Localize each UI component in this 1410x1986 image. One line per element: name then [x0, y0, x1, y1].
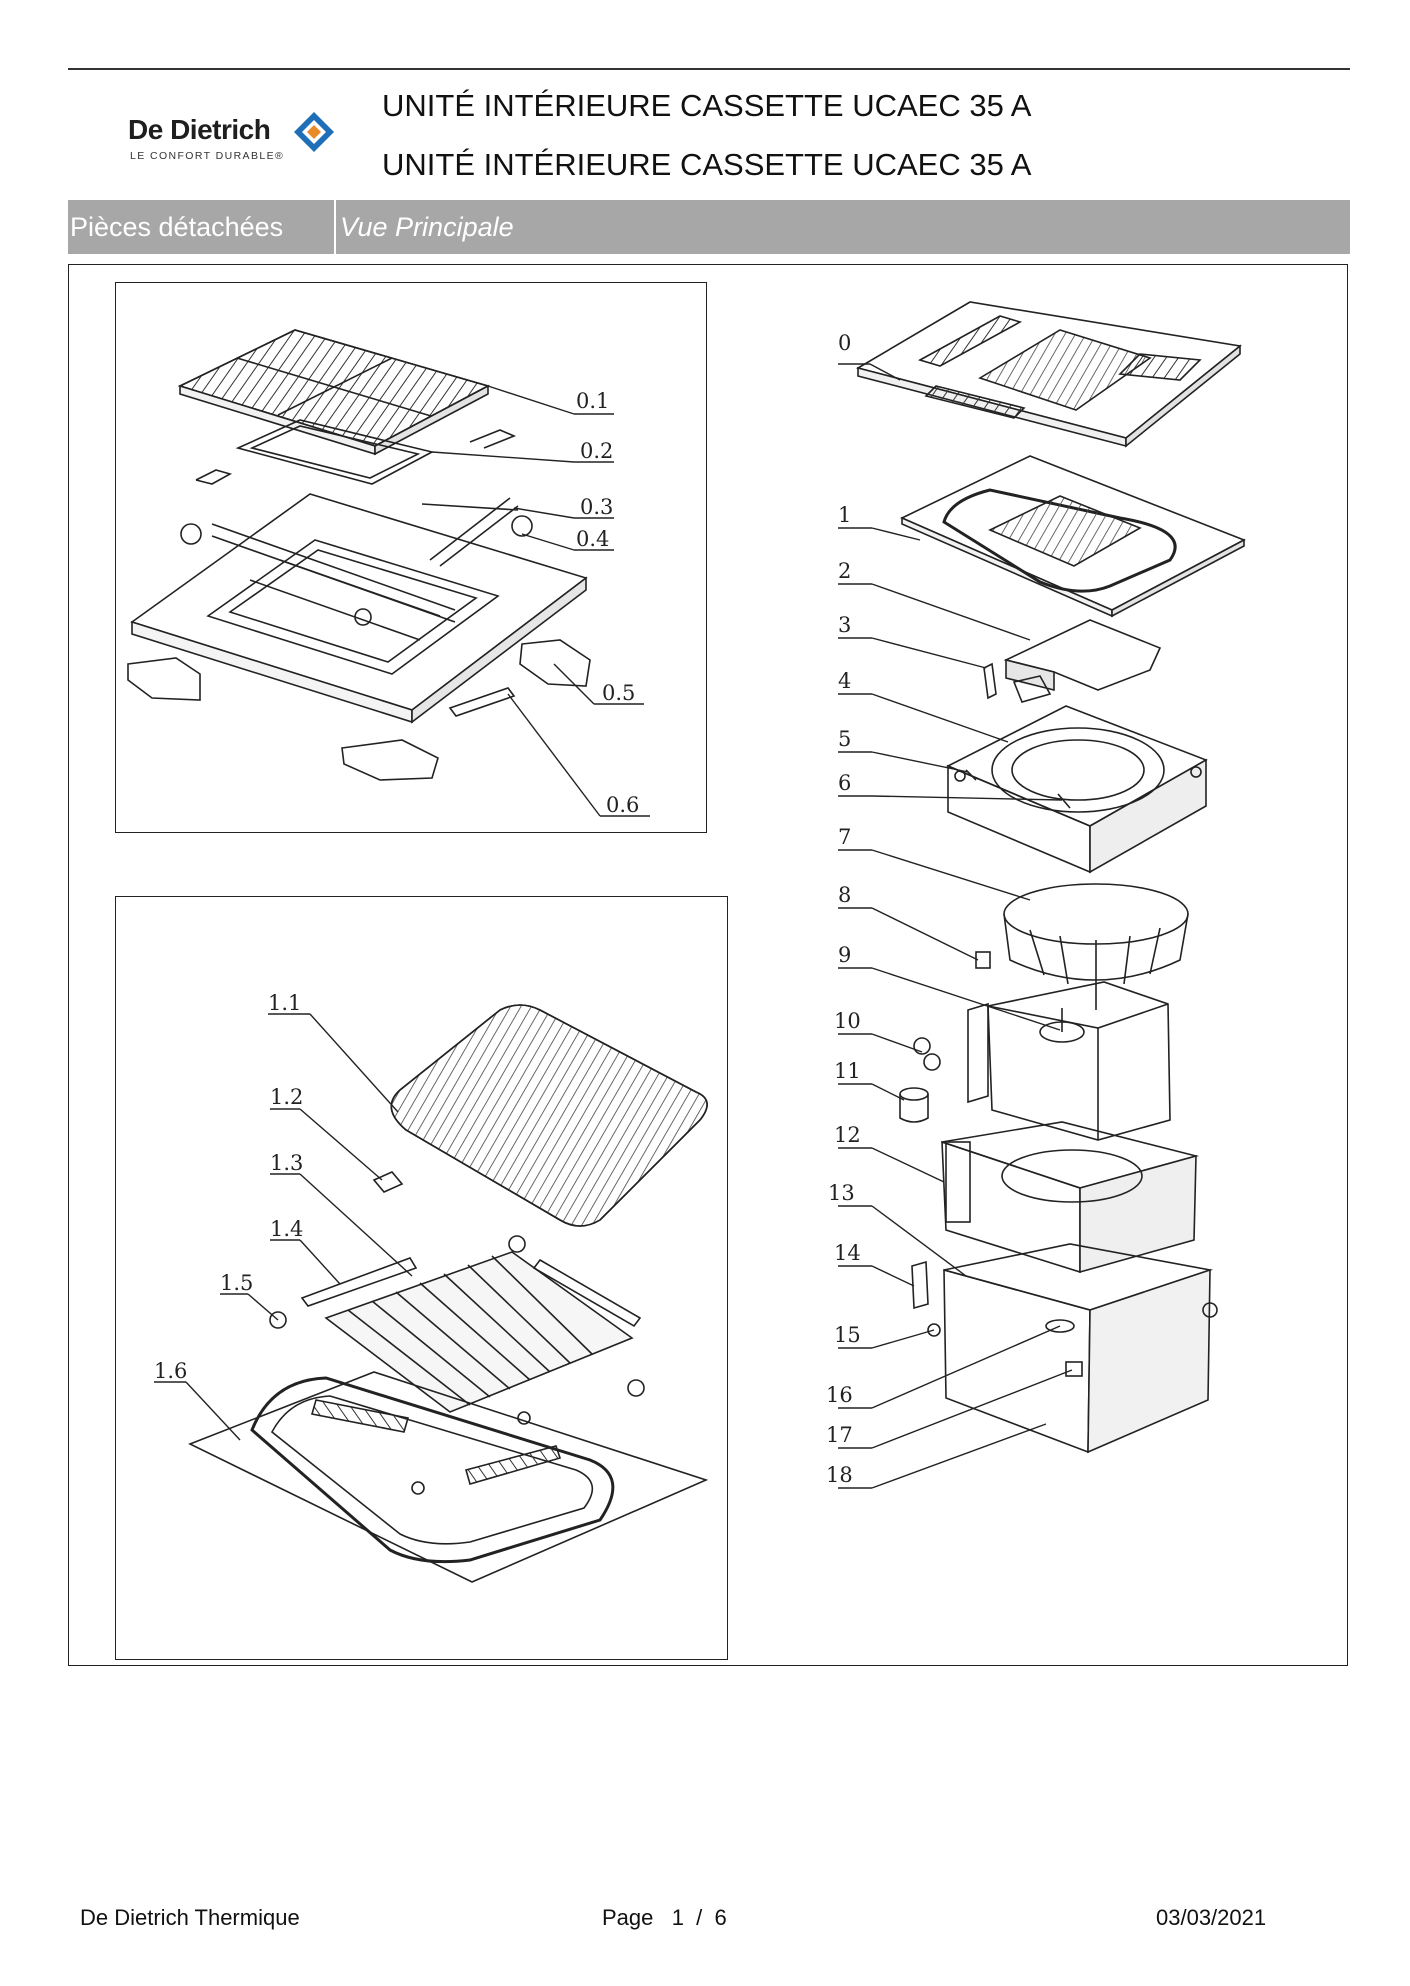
panel-frame — [188, 1371, 709, 1583]
corner-cover-left — [127, 657, 201, 701]
label-11: 11 — [834, 1059, 861, 1083]
view-label: Vue Principale — [340, 212, 514, 242]
side-clip-right — [469, 429, 517, 449]
label-5: 5 — [838, 727, 851, 751]
label-1-4: 1.4 — [270, 1217, 303, 1241]
screw-15 — [927, 1323, 941, 1337]
brand-logo: De Dietrich LE CONFORT DURABLE® — [128, 110, 338, 170]
label-14: 14 — [834, 1241, 861, 1265]
screw-right — [627, 1379, 645, 1397]
label-8: 8 — [838, 883, 851, 907]
nut-8 — [975, 951, 991, 969]
label-2: 2 — [838, 559, 851, 583]
label-0: 0 — [838, 331, 851, 355]
drain-pan — [946, 705, 1208, 874]
label-17: 17 — [826, 1423, 853, 1447]
label-13: 13 — [828, 1181, 855, 1205]
motor-housing — [987, 981, 1171, 1141]
leader-lines — [154, 363, 1073, 1489]
label-1-6: 1.6 — [154, 1359, 187, 1383]
label-15: 15 — [834, 1323, 861, 1347]
center-screw — [354, 608, 372, 626]
panel-bottom-left — [115, 896, 728, 1660]
label-0-4: 0.4 — [576, 527, 609, 551]
corner-cover-right — [519, 639, 591, 687]
corner-screw-right — [511, 515, 533, 537]
corner-screw-left — [180, 523, 202, 545]
electronic-board — [913, 1002, 989, 1104]
tie-bar — [448, 687, 516, 717]
heat-exchanger — [941, 1121, 1200, 1274]
outer-casing — [943, 1243, 1218, 1454]
label-0-1: 0.1 — [576, 389, 609, 413]
filter — [324, 1251, 634, 1413]
label-6: 6 — [838, 771, 851, 795]
label-1-2: 1.2 — [270, 1085, 303, 1109]
drain-16 — [1045, 1319, 1075, 1333]
footer-company: De Dietrich Thermique — [80, 1905, 300, 1930]
screw-1-5 — [269, 1311, 287, 1329]
labels-right: 0 1 2 3 4 5 6 7 8 9 10 11 12 13 14 15 16… — [826, 331, 861, 1487]
electric-box — [1003, 619, 1162, 703]
fan-impeller — [1003, 883, 1189, 1010]
label-1-3: 1.3 — [270, 1151, 303, 1175]
filter-bar-right — [532, 1258, 642, 1328]
grille-front-panel — [177, 329, 491, 456]
label-0-2: 0.2 — [580, 439, 613, 463]
label-7: 7 — [838, 825, 851, 849]
label-10: 10 — [834, 1009, 861, 1033]
foam-6 — [1057, 793, 1071, 809]
label-1: 1 — [838, 503, 851, 527]
page-subtitle: UNITÉ INTÉRIEURE CASSETTE UCAEC 35 A — [382, 147, 1032, 182]
label-0-5: 0.5 — [602, 681, 635, 705]
filter-bar-left — [300, 1257, 418, 1307]
bracket-14 — [911, 1260, 929, 1310]
air-inlet-grille — [390, 1004, 708, 1227]
labels-top-left: 0.1 0.2 0.3 0.4 0.5 0.6 — [576, 389, 639, 817]
footer-date: 03/03/2021 — [1156, 1905, 1267, 1930]
label-4: 4 — [838, 669, 851, 693]
label-3: 3 — [838, 613, 851, 637]
decoration-panel — [900, 455, 1246, 618]
sensor-3 — [983, 662, 997, 700]
label-16: 16 — [826, 1383, 853, 1407]
page-title: UNITÉ INTÉRIEURE CASSETTE UCAEC 35 A — [382, 88, 1032, 123]
panel-top-left — [115, 282, 707, 833]
footer-page: Page 1 / 6 — [602, 1905, 727, 1930]
label-9: 9 — [838, 943, 851, 967]
labels-bottom-left: 1.1 1.2 1.3 1.4 1.5 1.6 — [154, 991, 303, 1383]
side-clip-left — [195, 469, 233, 485]
grille-hinge — [372, 1171, 404, 1193]
label-0-6: 0.6 — [606, 793, 639, 817]
label-12: 12 — [834, 1123, 861, 1147]
frame-assembly — [130, 493, 588, 724]
brand-tagline: LE CONFORT DURABLE® — [130, 150, 285, 162]
section-label: Pièces détachées — [68, 200, 336, 254]
brand-name: De Dietrich — [128, 114, 271, 145]
section-band: Pièces détachées Vue Principale — [68, 200, 1350, 254]
filter-clip — [508, 1235, 526, 1253]
label-0-3: 0.3 — [580, 495, 613, 519]
diagram-frame — [68, 264, 1348, 1666]
cassette-grille-panel — [855, 301, 1242, 448]
diamond-logo-icon — [294, 112, 334, 152]
label-1-1: 1.1 — [268, 991, 301, 1015]
corner-cover-bottom — [341, 739, 439, 781]
label-1-5: 1.5 — [220, 1271, 253, 1295]
capacitor-11 — [899, 1087, 929, 1123]
top-rule — [68, 68, 1350, 70]
label-18: 18 — [826, 1463, 853, 1487]
